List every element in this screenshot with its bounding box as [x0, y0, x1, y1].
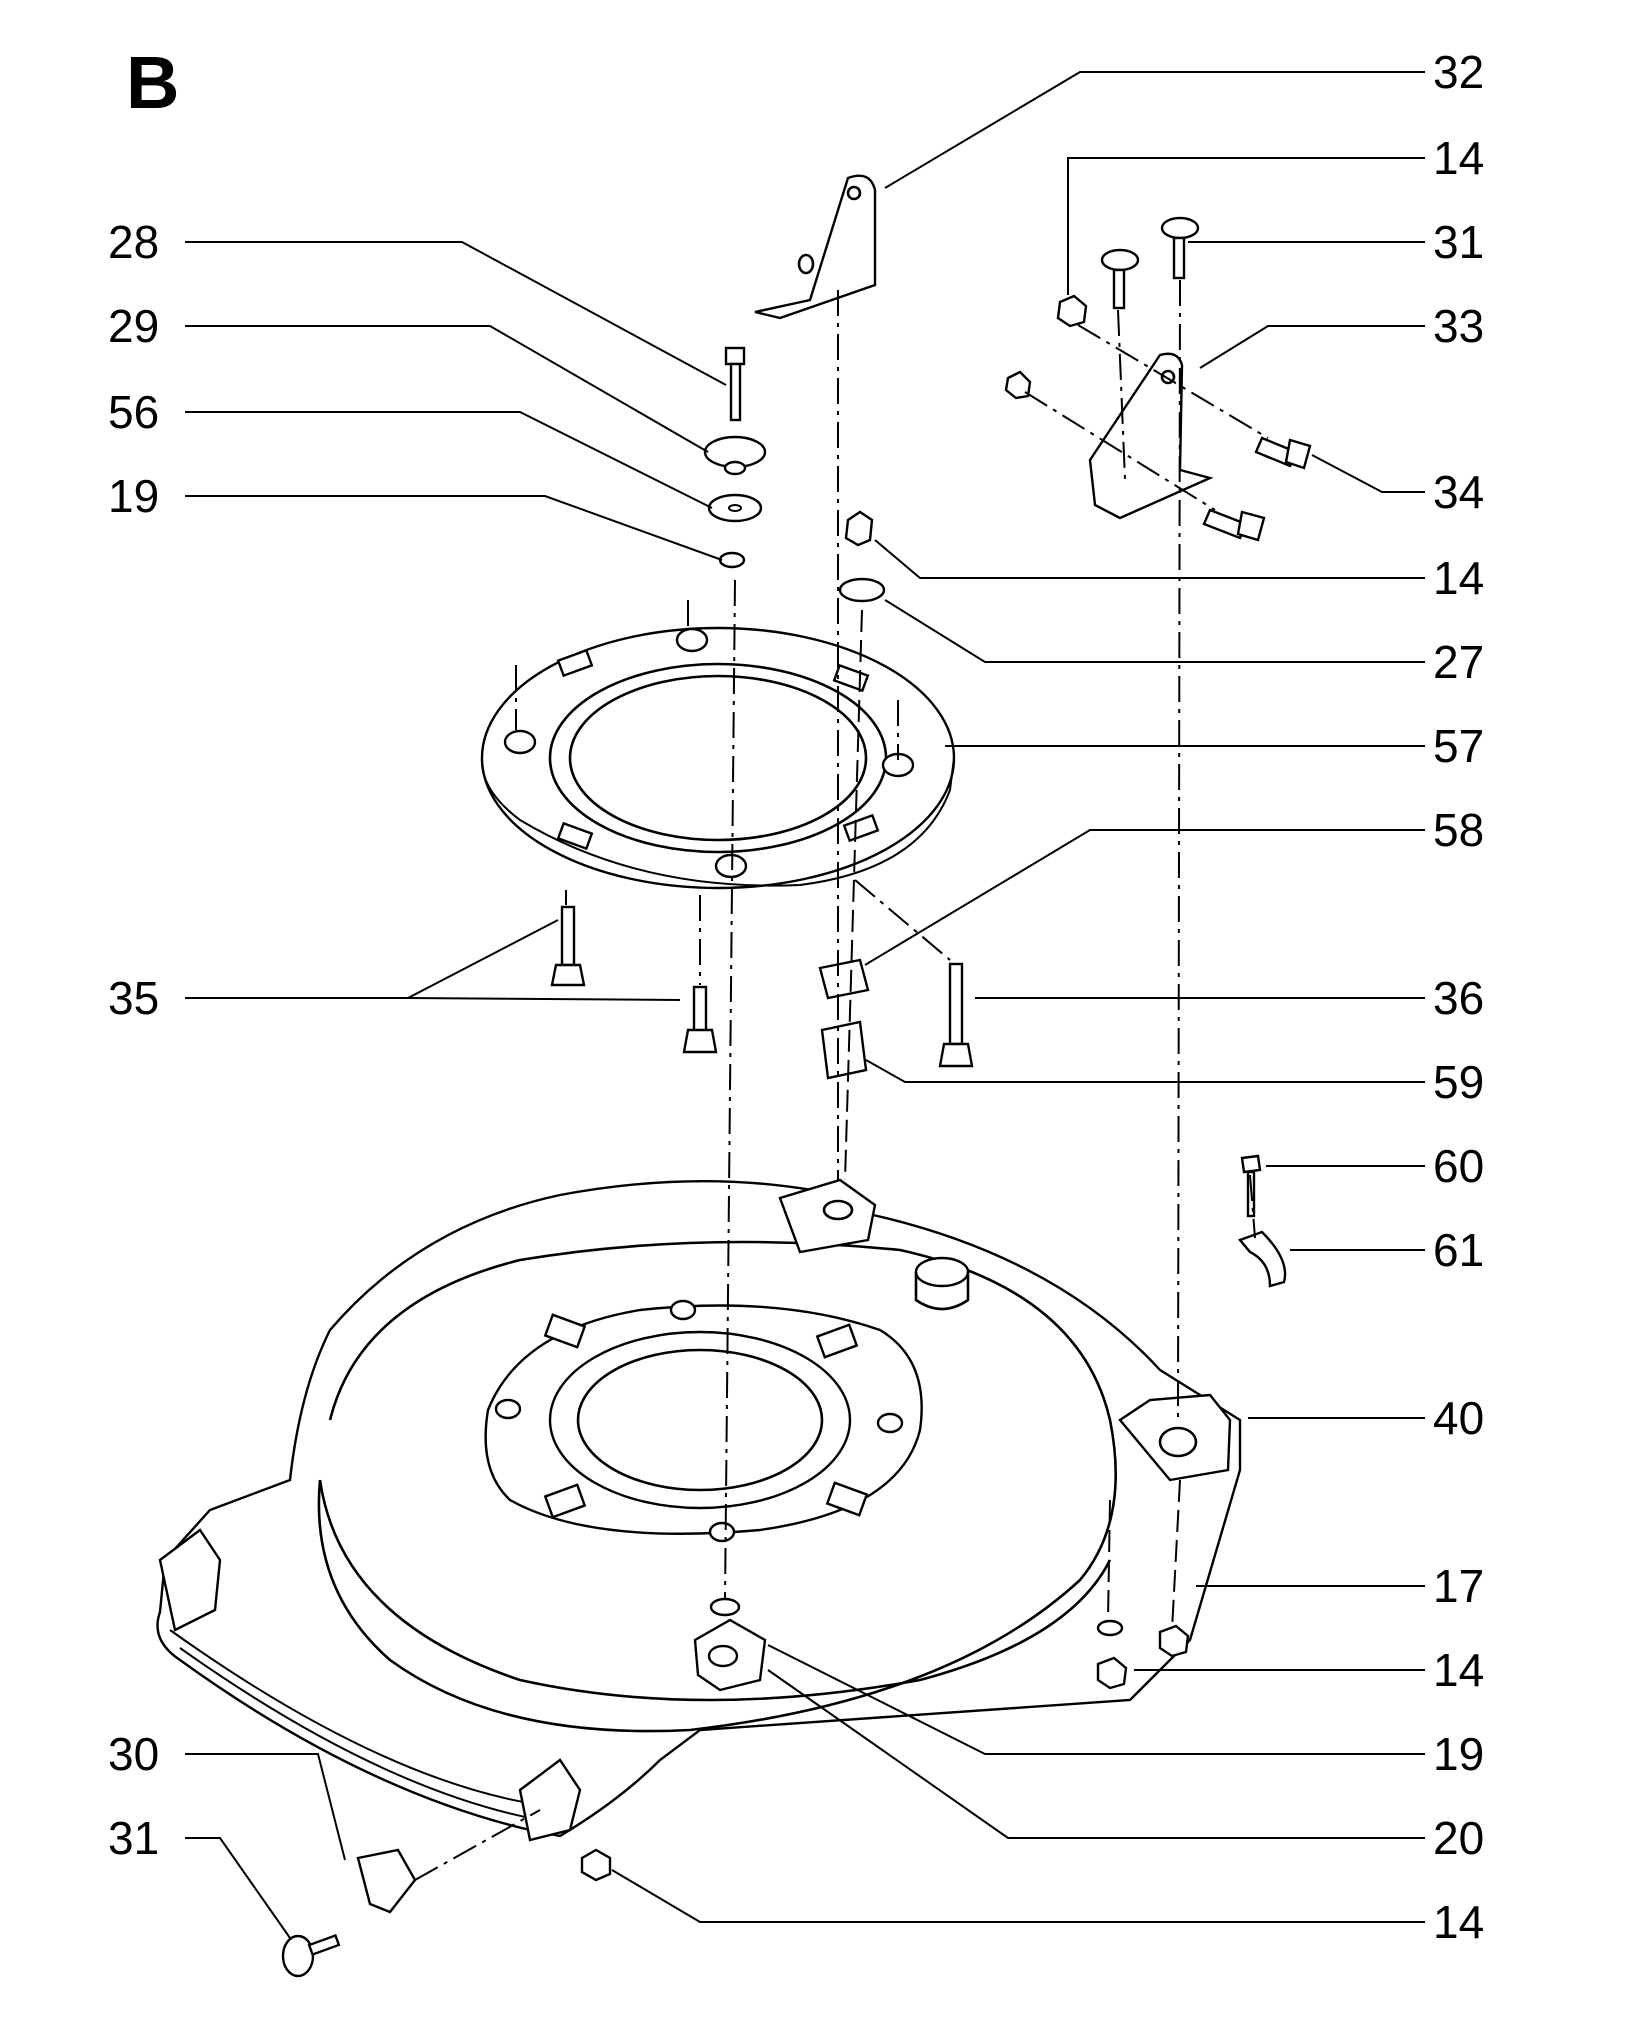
- callout-29: 29: [108, 300, 159, 352]
- callout-35: 35: [108, 972, 159, 1024]
- callout-14: 14: [1433, 552, 1484, 604]
- callout-60: 60: [1433, 1140, 1484, 1192]
- callout-61: 61: [1433, 1224, 1484, 1276]
- callout-36: 36: [1433, 972, 1484, 1024]
- assembly-axes: [414, 279, 1269, 1881]
- callout-33: 33: [1433, 300, 1484, 352]
- callout-31: 31: [1433, 216, 1484, 268]
- callout-19: 19: [108, 470, 159, 522]
- callout-58: 58: [1433, 804, 1484, 856]
- callout-34: 34: [1433, 466, 1484, 518]
- callout-31: 31: [108, 1812, 159, 1864]
- callout-14: 14: [1433, 1644, 1484, 1696]
- leader-lines: [185, 71, 1425, 1939]
- callout-28: 28: [108, 216, 159, 268]
- bracket-32: [754, 174, 877, 320]
- bracket-33: [1088, 352, 1214, 520]
- mower-deck: [156, 1178, 1242, 1842]
- fasteners: [281, 216, 1312, 1978]
- callout-numbers: 32 14 31 33 34 14 27 57 58 36 59 60 61 4…: [108, 46, 1484, 1948]
- callout-14: 14: [1433, 132, 1484, 184]
- callout-30: 30: [108, 1728, 159, 1780]
- callout-14: 14: [1433, 1896, 1484, 1948]
- callout-27: 27: [1433, 636, 1484, 688]
- callout-40: 40: [1433, 1392, 1484, 1444]
- figure-label: B: [126, 41, 179, 124]
- spacer-ring-plate: [480, 626, 956, 890]
- callout-20: 20: [1433, 1812, 1484, 1864]
- callout-57: 57: [1433, 720, 1484, 772]
- callout-19: 19: [1433, 1728, 1484, 1780]
- callout-32: 32: [1433, 46, 1484, 98]
- callout-56: 56: [108, 386, 159, 438]
- callout-17: 17: [1433, 1560, 1484, 1612]
- callout-59: 59: [1433, 1056, 1484, 1108]
